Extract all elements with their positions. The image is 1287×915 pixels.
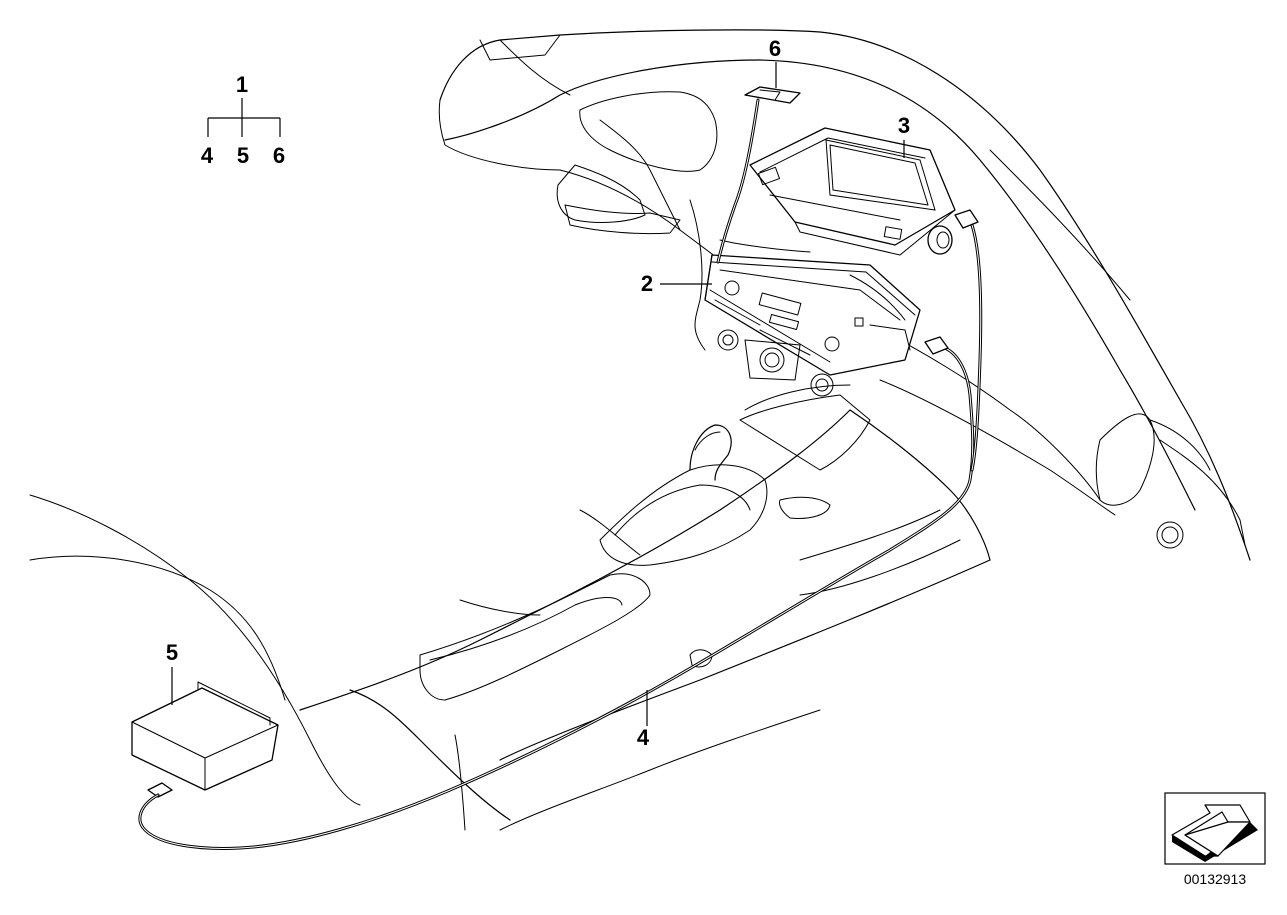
callout-cable-label: 4	[637, 725, 650, 750]
callout-control-box-label: 5	[166, 640, 178, 665]
seat-outline	[29, 494, 821, 831]
callout-antenna-label: 6	[769, 36, 781, 61]
reference-number: 00132913	[1184, 871, 1247, 887]
cable-harness	[138, 98, 983, 850]
radio-unit	[704, 239, 921, 397]
callouts: 6 3 2 4 5	[166, 36, 910, 750]
tree-child-label: 4	[201, 143, 214, 168]
antenna-module	[744, 86, 801, 104]
tree-child-label: 5	[237, 143, 249, 168]
hierarchy-tree: 1 4 5 6	[201, 72, 285, 168]
callout-display-label: 3	[898, 113, 910, 138]
tree-child-label: 6	[273, 143, 285, 168]
tree-parent-label: 1	[236, 72, 248, 97]
center-console	[299, 384, 991, 821]
navigation-arrow-icon	[1164, 792, 1266, 865]
control-box	[131, 681, 279, 798]
callout-radio-label: 2	[641, 271, 653, 296]
dashboard-outline	[438, 29, 1251, 561]
display-unit	[749, 127, 956, 256]
